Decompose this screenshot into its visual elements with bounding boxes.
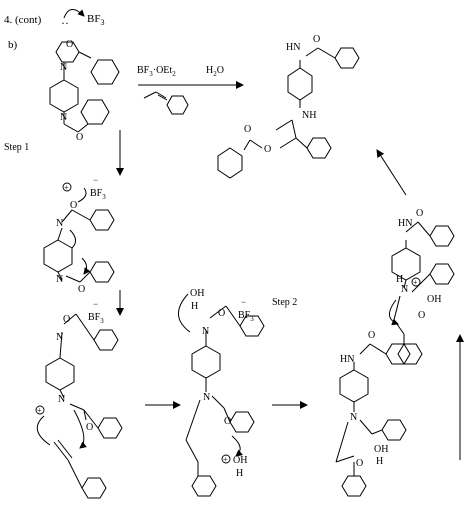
step1-label: Step 1 xyxy=(4,142,29,153)
attack-o-bottom: O xyxy=(86,422,93,433)
attack-o: O xyxy=(63,314,70,325)
water-attack-intermediate xyxy=(185,305,265,497)
step2-water-bottom: OH xyxy=(233,455,247,466)
curly-arrows-step2 xyxy=(178,293,240,456)
step2-water-h: H xyxy=(191,301,198,312)
complex-n-bottom: N xyxy=(56,274,63,285)
part-label: b) xyxy=(8,39,18,51)
svg-text:+: + xyxy=(223,455,228,464)
svg-text:+: + xyxy=(37,406,42,415)
iminium-oh: OH xyxy=(427,294,441,305)
bf3-complex xyxy=(43,209,115,283)
sm-o-top: O xyxy=(66,39,73,50)
curly-arrow-attack xyxy=(36,409,84,448)
svg-text:+: + xyxy=(64,183,69,192)
starting-material xyxy=(49,41,120,133)
iminium-h: H xyxy=(396,274,403,285)
complex-bf3: BF3 xyxy=(90,188,106,201)
curly-arrows-complex xyxy=(69,187,87,274)
step2-label: Step 2 xyxy=(272,297,297,308)
problem-number: 4. (cont) xyxy=(4,14,42,26)
sm-n-top: N xyxy=(60,62,67,73)
iminium-n: N xyxy=(401,284,408,295)
iminium-o-ring: O xyxy=(418,310,425,321)
plus-charge-attack: + xyxy=(35,405,45,415)
step2-water-top: OH xyxy=(190,288,204,299)
product-o-ester: O xyxy=(264,144,271,155)
curly-arrow-iminium xyxy=(389,299,399,326)
attack-bf3: BF3 xyxy=(88,312,104,325)
svg-text:+: + xyxy=(413,278,418,287)
complex-minus: − xyxy=(93,175,98,185)
step2-minus: − xyxy=(241,297,246,307)
product xyxy=(217,47,360,179)
product-nh-mid: NH xyxy=(302,110,316,121)
curly-arrow-bf3 xyxy=(63,9,85,19)
product-nh-top: HN xyxy=(286,42,300,53)
plus-charge-step2: + xyxy=(221,454,231,464)
cyclized-h: H xyxy=(376,456,383,467)
step2-n-bottom: N xyxy=(203,392,210,403)
plus-charge-complex: + xyxy=(62,182,72,192)
step2-bf3: BF3 xyxy=(238,310,254,323)
sm-o-bottom: O xyxy=(76,132,83,143)
iminium-o-top: O xyxy=(416,208,423,219)
step2-o-bottom: O xyxy=(224,416,231,427)
attack-n-top: N xyxy=(56,332,63,343)
plus-charge-iminium: + xyxy=(411,277,421,287)
step2-water-bottom-h: H xyxy=(236,468,243,479)
step2-o: O xyxy=(218,308,225,319)
etherate-label: BF3·OEt2 xyxy=(137,65,176,78)
styrene-attack-intermediate xyxy=(45,313,123,499)
product-o-top: O xyxy=(313,34,320,45)
cyclized-intermediate xyxy=(335,343,411,497)
water-label: H2O xyxy=(206,65,224,78)
sm-n-bottom: N xyxy=(60,112,67,123)
complex-o-bottom: O xyxy=(78,284,85,295)
cyclized-n: N xyxy=(350,412,357,423)
attack-n-bottom: N xyxy=(58,394,65,405)
complex-n-top: N xyxy=(56,218,63,229)
cyclized-o-top: O xyxy=(368,330,375,341)
arrow-to-product xyxy=(376,149,407,196)
cyclized-oh: OH xyxy=(374,444,388,455)
cyclized-o-ring: O xyxy=(356,458,363,469)
iminium-nh: HN xyxy=(398,218,412,229)
attack-minus: − xyxy=(93,299,98,309)
step2-n-top: N xyxy=(202,326,209,337)
product-o-carbonyl: O xyxy=(244,124,251,135)
cyclized-nh: HN xyxy=(340,354,354,365)
bf3-label: BF3 xyxy=(87,13,104,27)
styrene-reagent xyxy=(143,91,189,115)
complex-o: O xyxy=(70,200,77,211)
lone-pair-dots: ·· xyxy=(61,16,69,30)
iminium-intermediate xyxy=(391,221,455,365)
